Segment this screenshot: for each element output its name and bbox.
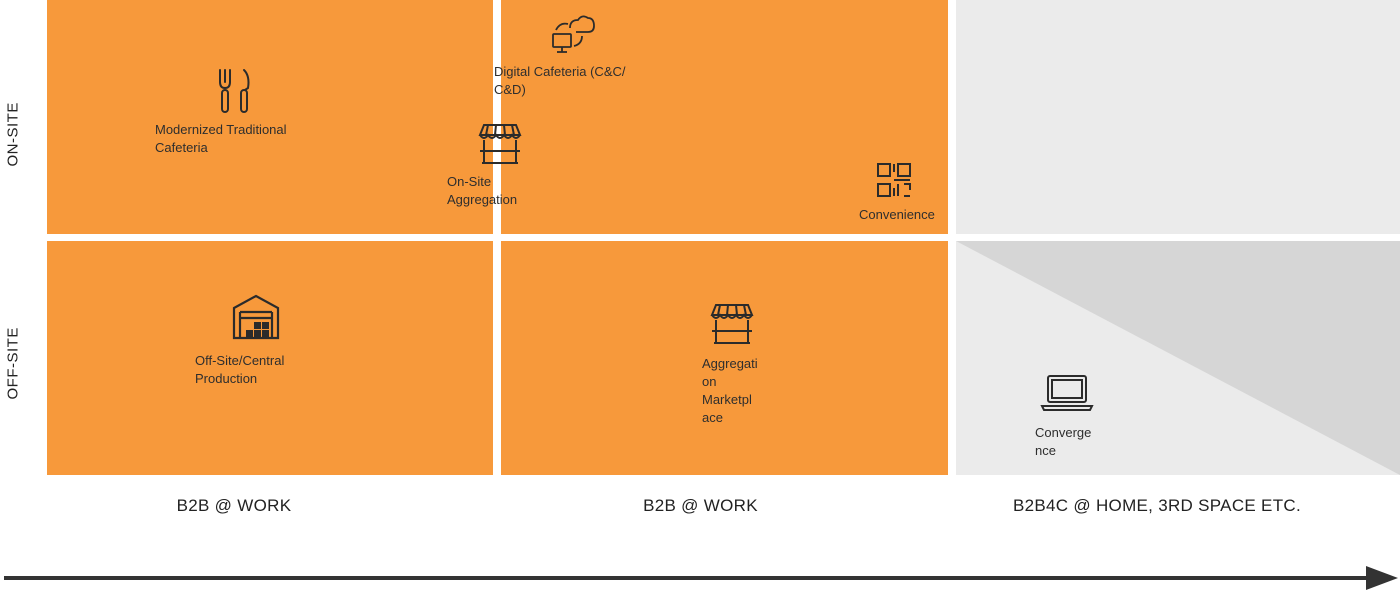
label-modernized: Modernized Traditional Cafeteria <box>155 122 287 155</box>
cell-onsite-col1 <box>47 0 493 234</box>
progress-arrow <box>4 566 1398 590</box>
label-onsite-agg: On-Site Aggregation <box>447 174 518 207</box>
cell-onsite-col2 <box>501 0 948 234</box>
col-label-1: B2B @ WORK <box>176 496 292 515</box>
label-marketplace: Aggregati on Marketpl ace <box>702 356 758 425</box>
market-stall-icon <box>710 303 754 347</box>
laptop-icon <box>1040 374 1094 412</box>
market-stall-icon <box>478 123 522 167</box>
qr-code-icon <box>876 162 912 198</box>
cell-onsite-col3 <box>956 0 1400 234</box>
col-label-2: B2B @ WORK <box>643 496 758 515</box>
label-convenience: Convenience <box>859 207 935 222</box>
label-digital: Digital Cafeteria (C&C/ C&D) <box>494 64 626 97</box>
warehouse-icon <box>232 294 280 340</box>
convergence-triangle <box>956 241 1400 475</box>
label-convergence: Converge nce <box>1035 425 1092 458</box>
row-label-offsite: OFF-SITE <box>4 327 22 400</box>
cell-offsite-col2 <box>501 241 948 475</box>
cell-offsite-col3 <box>956 241 1400 475</box>
label-offsite: Off-Site/Central Production <box>195 353 285 386</box>
cloud-computer-icon <box>550 14 596 56</box>
col-label-3: B2B4C @ HOME, 3RD SPACE ETC. <box>1013 496 1301 515</box>
fork-knife-icon <box>216 68 252 114</box>
row-label-onsite: ON-SITE <box>4 102 22 167</box>
cell-offsite-col1 <box>47 241 493 475</box>
